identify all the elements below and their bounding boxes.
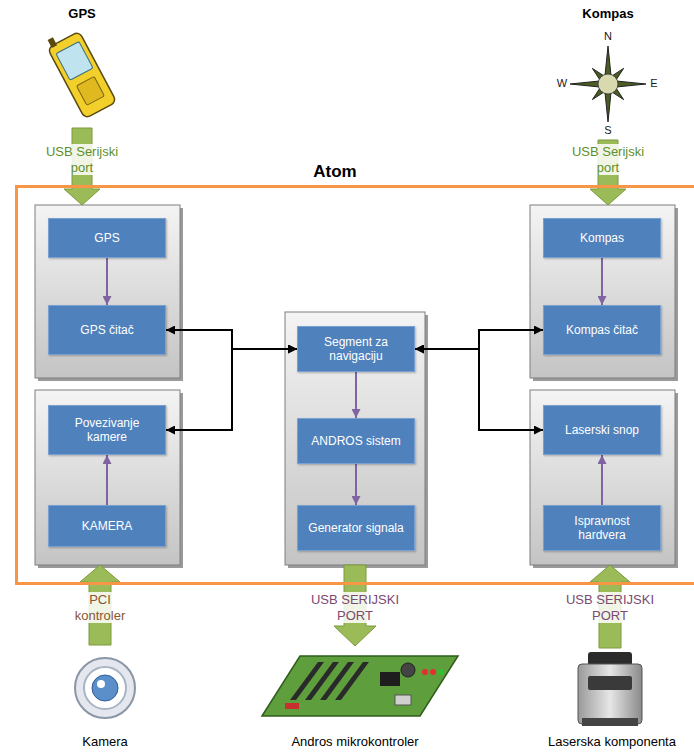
- process-box: Povezivanje kamere: [48, 405, 166, 455]
- laser-body: [578, 664, 642, 724]
- device-name: Kamera: [82, 734, 128, 750]
- data-link-arrow: [415, 349, 543, 430]
- device-name: Laserska komponenta: [548, 734, 676, 750]
- gps-antenna: [48, 37, 58, 48]
- device-name: GPS: [68, 6, 95, 22]
- port-label: USB SERIJSKI PORT: [552, 592, 668, 623]
- component: [285, 703, 299, 709]
- box-label: Laserski snop: [565, 423, 639, 437]
- process-box: Ispravnost hardvera: [543, 505, 661, 551]
- board: [262, 656, 458, 716]
- box-label: GPS: [94, 231, 119, 245]
- device-name: Andros mikrokontroler: [291, 734, 418, 750]
- component: [395, 695, 411, 705]
- compass-letter: N: [604, 30, 612, 43]
- gps-keypad: [76, 76, 104, 105]
- panel-shadow: [288, 315, 428, 568]
- box-label: Generator signala: [308, 521, 403, 535]
- frame-heading: Atom: [313, 162, 356, 182]
- led: [422, 669, 428, 675]
- flow-arrow: [355, 464, 357, 505]
- laser-window: [588, 676, 632, 690]
- led: [430, 669, 436, 675]
- panel: [530, 390, 675, 565]
- flow-arrow: [355, 372, 357, 418]
- compass-hub: [598, 74, 618, 94]
- panel: [35, 205, 180, 378]
- system-frame: AtomGPSGPS čitačPovezivanje kamereKAMERA…: [15, 185, 694, 585]
- port-label: PCI kontroler: [62, 592, 138, 623]
- flow-arrow: [601, 455, 603, 505]
- box-label: KAMERA: [82, 519, 133, 533]
- box-label: Kompas: [580, 231, 624, 245]
- flow-arrow: [106, 455, 108, 505]
- port-label: USB Serijski port: [564, 144, 652, 175]
- gps-screen: [56, 42, 93, 81]
- board-slot: [290, 662, 324, 700]
- flow-arrow: [106, 258, 108, 305]
- panel-group: [35, 205, 678, 568]
- camera-lens: [92, 675, 118, 701]
- process-box: GPS: [48, 218, 166, 258]
- port-label: USB SERIJSKI PORT: [297, 592, 413, 623]
- camera-ring: [84, 667, 126, 709]
- compass-letter: S: [604, 124, 611, 137]
- panel: [530, 205, 675, 378]
- microcontroller-board-icon: [262, 656, 458, 716]
- board-slot: [305, 662, 339, 700]
- camera-body: [75, 658, 135, 718]
- process-box: Laserski snop: [543, 405, 661, 455]
- board-slot: [335, 662, 369, 700]
- box-label: Kompas čitač: [566, 323, 638, 337]
- component: [401, 663, 415, 677]
- led: [438, 669, 444, 675]
- lens-glint: [97, 680, 105, 688]
- process-box: GPS čitač: [48, 305, 166, 355]
- box-label: Ispravnost hardvera: [550, 514, 654, 543]
- panel: [35, 390, 180, 565]
- process-box: Generator signala: [297, 505, 415, 551]
- data-link-arrow: [166, 349, 297, 430]
- data-link-arrow: [166, 330, 297, 349]
- box-label: Povezivanje kamere: [55, 416, 159, 445]
- port-arrows: [64, 128, 630, 648]
- box-label: Segment za navigaciju: [304, 335, 408, 364]
- chip: [380, 672, 400, 686]
- laser-component-icon: [578, 652, 642, 726]
- box-label: ANDROS sistem: [311, 434, 400, 448]
- gps-body: [47, 31, 116, 119]
- panel: [285, 312, 425, 565]
- laser-base: [582, 718, 638, 726]
- box-label: GPS čitač: [80, 323, 133, 337]
- camera-icon: [75, 658, 135, 718]
- compass-letter: W: [557, 77, 567, 90]
- compass-star: [570, 46, 646, 122]
- process-box: Kompas čitač: [543, 305, 661, 355]
- process-box: ANDROS sistem: [297, 418, 415, 464]
- gps-device-icon: [44, 25, 117, 119]
- flow-arrow: [601, 258, 603, 305]
- process-box: Segment za navigaciju: [297, 326, 415, 372]
- port-label: USB Serijski port: [38, 144, 126, 175]
- compass-letter: E: [650, 77, 657, 90]
- process-box: Kompas: [543, 218, 661, 258]
- compass-rose-icon: [570, 46, 646, 122]
- device-name: Kompas: [582, 6, 633, 22]
- board-slot: [320, 662, 354, 700]
- data-link-arrow: [415, 330, 543, 349]
- process-box: KAMERA: [48, 505, 166, 547]
